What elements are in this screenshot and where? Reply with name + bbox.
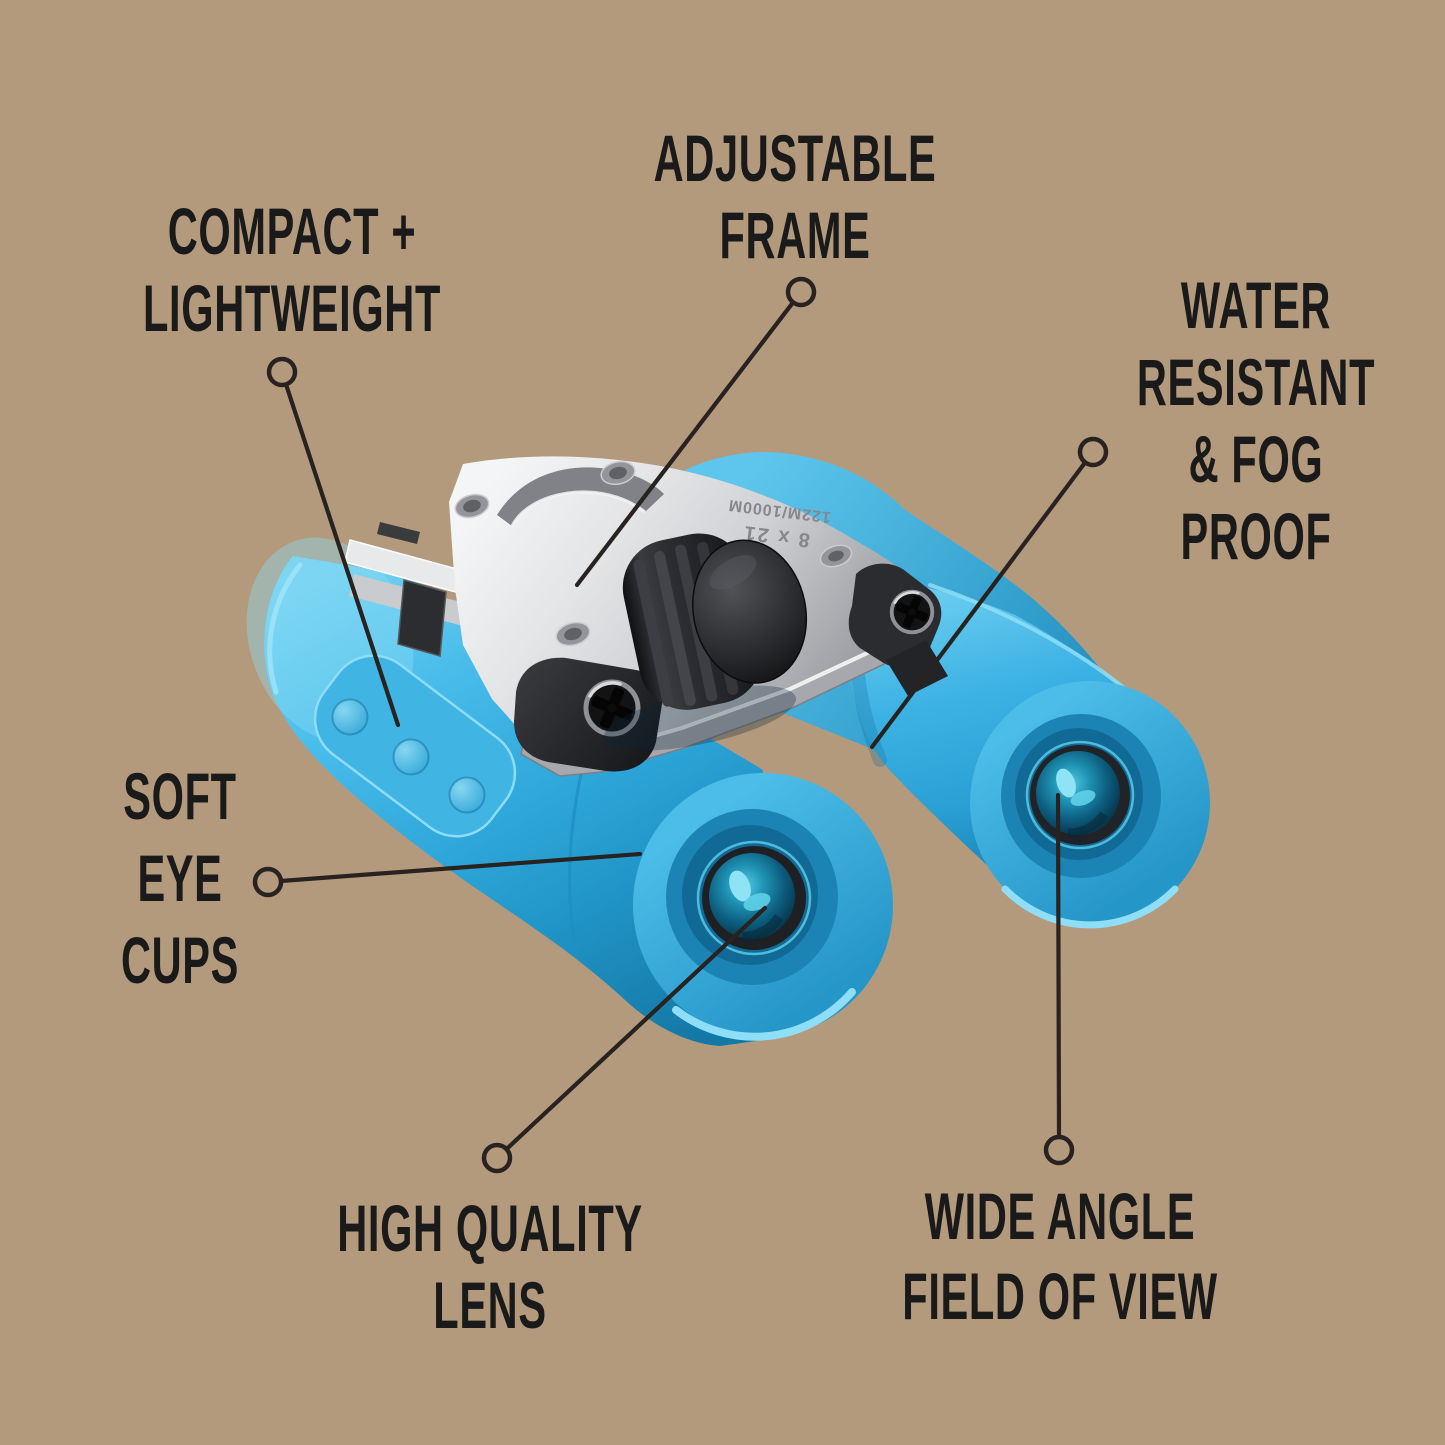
hinge-clamps	[397, 563, 948, 772]
callout-line-adjustable-frame	[574, 276, 817, 588]
callout-line-wide-angle	[1043, 792, 1075, 1166]
callout-line-soft-eye-cups	[252, 851, 643, 898]
label-compact-lightweight: COMPACT + LIGHTWEIGHT	[143, 194, 441, 345]
plate-screw-hole	[819, 544, 853, 568]
label-soft-eye-cups: SOFT EYE CUPS	[120, 759, 240, 997]
plate-screw-hole	[555, 621, 591, 647]
grip-ridge	[448, 776, 486, 814]
callout-lines	[252, 276, 1109, 1174]
label-high-quality-lens: HIGH QUALITY LENS	[337, 1191, 643, 1342]
plate-screw-hole	[600, 460, 636, 486]
callout-line-water-resistant	[869, 436, 1109, 750]
label-water-resistant-fog-proof: WATER RESISTANT & FOG PROOF	[1136, 268, 1376, 573]
callout-line-compact-lightweight	[266, 356, 401, 728]
label-adjustable-frame: ADJUSTABLE FRAME	[653, 121, 937, 272]
objective-lens-right	[970, 681, 1210, 929]
knob-shadow	[603, 685, 797, 751]
plate-screw-hole	[454, 493, 490, 519]
clamp-screw	[888, 588, 936, 636]
grip-ridge	[331, 698, 369, 736]
label-wide-angle-field-of-view: WIDE ANGLE FIELD OF VIEW	[902, 1179, 1218, 1333]
focus-knob	[622, 533, 808, 710]
callout-line-high-quality-lens	[481, 905, 768, 1174]
grip-ridge	[392, 738, 430, 776]
